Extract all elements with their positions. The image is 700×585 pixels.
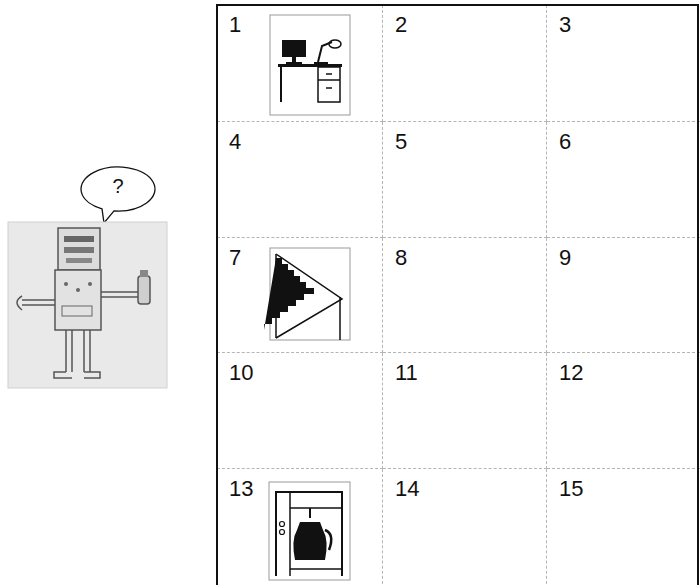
coffee-machine-icon [269,482,350,580]
cell-number: 2 [395,14,407,36]
grid-cell: 9 [547,238,700,353]
cell-number: 9 [559,247,571,269]
grid-cell: 7 [217,238,383,353]
grid-cell: 3 [547,5,700,122]
cell-number: 14 [395,478,419,500]
cell-number: 7 [229,247,241,269]
grid-cell: 8 [383,238,547,353]
cell-number: 15 [559,478,583,500]
cell-number: 11 [395,362,418,384]
cell-number: 1 [229,14,241,36]
grid-cell: 14 [383,469,547,585]
desk-icon [270,15,350,115]
cell-number: 3 [559,14,571,36]
cell-number: 12 [559,362,583,384]
grid-frame [216,4,699,585]
bubble-outline [80,166,156,226]
grid-cell: 6 [547,122,700,238]
bubble-text: ? [80,176,156,196]
stairs-icon [264,248,350,340]
grid-cell: 2 [383,5,547,122]
cell-number: 4 [229,131,241,153]
grid-cell: 5 [383,122,547,238]
grid-cell: 4 [217,122,383,238]
cell-number: 5 [395,131,407,153]
grid-cell: 10 [217,353,383,469]
grid-cell: 15 [547,469,700,585]
speech-bubble: ? [80,166,156,212]
cell-number: 6 [559,131,571,153]
robot-sketch [8,222,167,388]
grid-cell: 13 [217,469,383,585]
grid-cell: 1 [217,5,383,122]
cell-number: 13 [229,478,253,500]
grid-cell: 12 [547,353,700,469]
grid-cell: 11 [383,353,547,469]
cell-number: 10 [229,362,253,384]
cell-number: 8 [395,247,407,269]
